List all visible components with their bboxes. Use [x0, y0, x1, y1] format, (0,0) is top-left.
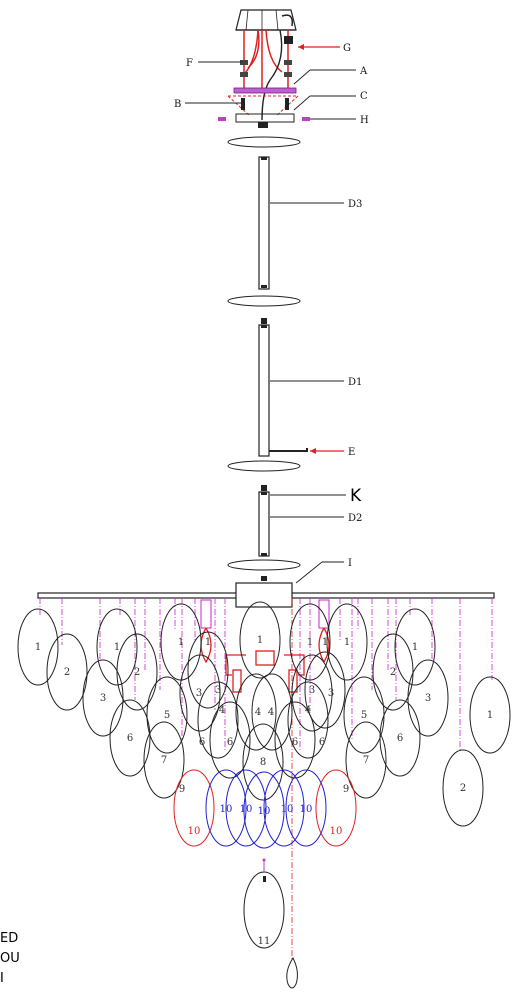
drop-number: 1: [178, 637, 184, 648]
swivel-ring-4: [227, 559, 301, 571]
label-b: B: [174, 99, 181, 110]
junction-box-i: [235, 582, 293, 608]
drop-number: 6: [397, 733, 403, 744]
swivel-ring-1: [227, 136, 301, 148]
drop-number: 1: [412, 642, 418, 653]
label-i: I: [348, 558, 352, 569]
drop-number: 1: [35, 642, 41, 653]
drop-number: 4: [268, 707, 274, 718]
drop-number: 4: [219, 705, 225, 716]
drop-number: 1: [487, 710, 493, 721]
rod-d2: [258, 491, 270, 557]
drop-number: 3: [100, 693, 106, 704]
cropped-text-line-1: ED: [0, 931, 19, 946]
drop-number: 2: [134, 667, 140, 678]
drop-number: 1: [205, 637, 211, 648]
crystal-drops-gray: [17, 601, 511, 949]
canopy-top: [235, 9, 297, 31]
label-d3: D3: [348, 199, 362, 210]
label-f: F: [186, 58, 193, 69]
drop-number: 10: [220, 804, 233, 815]
crystal-drops-blue: [205, 769, 327, 849]
drop-number: 1: [114, 642, 120, 653]
drop-numbers: 1 2 1 2 3 5 6 7 1 1 3 3 4 6 6 1 4 4 8 1 …: [35, 635, 493, 947]
drop-number: 3: [309, 685, 315, 696]
crystal-drops-red: [173, 769, 357, 847]
drop-number: 10: [240, 804, 253, 815]
bolt-b: [241, 98, 289, 110]
mounting-plate-a: [233, 87, 297, 94]
drop-number: 9: [343, 784, 349, 795]
pendant-drop: [286, 956, 298, 989]
drop-number: 5: [361, 710, 367, 721]
wire-connector: [284, 36, 293, 44]
label-d1: D1: [348, 377, 362, 388]
wire-black: [261, 29, 283, 121]
drop-number: 6: [127, 733, 133, 744]
drop-number: 5: [164, 710, 170, 721]
hanging-wires: [39, 598, 493, 750]
drop-number: 9: [179, 784, 185, 795]
rod-d3: [258, 156, 270, 290]
drop-number: 2: [64, 667, 70, 678]
canopy-cone: [227, 95, 299, 117]
drop-number: 7: [161, 755, 167, 766]
label-k: K: [350, 486, 362, 506]
drop-number: 1: [344, 637, 350, 648]
drop-number: 2: [460, 783, 466, 794]
swivel-ring-2: [227, 295, 301, 307]
canopy-nut: [258, 122, 268, 128]
label-c: C: [360, 91, 368, 102]
drop-number: 6: [319, 737, 325, 748]
swivel-ring-3: [227, 460, 301, 472]
drop-number: 3: [328, 688, 334, 699]
drop-number: 1: [307, 637, 313, 648]
rod-d1: [258, 324, 270, 457]
drop-number: 4: [305, 705, 311, 716]
drop-number: 4: [255, 707, 261, 718]
label-d2: D2: [348, 513, 362, 524]
drop-number: 10: [330, 826, 343, 837]
drop-number: 6: [199, 737, 205, 748]
drop-number: 3: [196, 688, 202, 699]
drop-number: 2: [390, 667, 396, 678]
leader-lines: [185, 61, 356, 584]
drop-number: 6: [292, 737, 298, 748]
label-h: H: [360, 115, 369, 126]
screw-f: [240, 60, 292, 77]
drop-number: 1: [322, 637, 328, 648]
drop-number: 10: [300, 804, 313, 815]
cropped-text-line-3: I: [0, 971, 4, 986]
canopy-plate-c: [235, 113, 295, 123]
drop-number: 7: [363, 755, 369, 766]
drop-number: 11: [258, 936, 271, 947]
drop-number: 3: [425, 693, 431, 704]
label-e: E: [348, 447, 355, 458]
wrench-e: [269, 448, 308, 452]
cropped-text-line-2: OU: [0, 951, 20, 966]
drop-number: 10: [281, 804, 294, 815]
leader-lines-red: [298, 46, 344, 452]
drop-number: 8: [260, 757, 266, 768]
screw-h: [218, 117, 310, 121]
drop-number: 6: [227, 737, 233, 748]
label-g: G: [343, 43, 351, 54]
drop-number: 10: [258, 806, 271, 817]
label-a: A: [359, 66, 368, 77]
drop-number: 1: [257, 635, 263, 646]
drop-number: 3: [215, 685, 221, 696]
drop-number: 10: [188, 826, 201, 837]
